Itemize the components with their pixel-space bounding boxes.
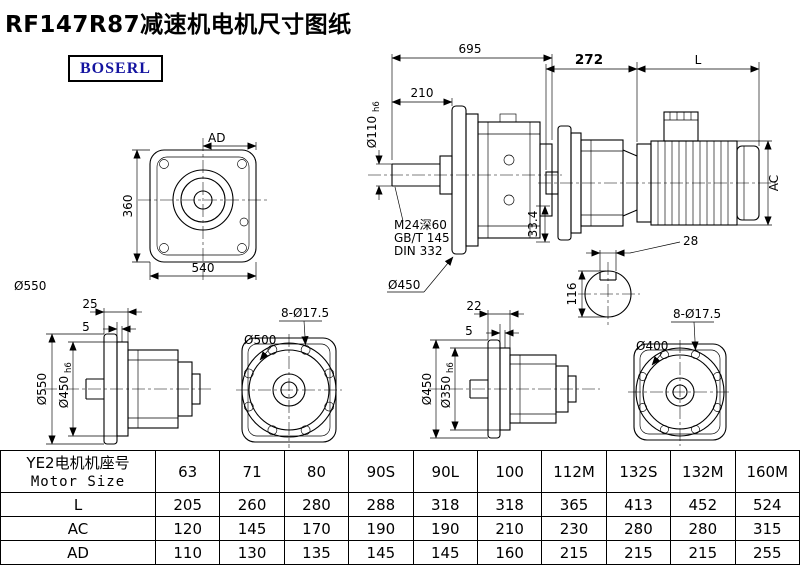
dim-695-label: 695: [459, 42, 482, 56]
flange-version-large-side-view: 25 5 Ø550 Ø450 h6: [35, 297, 214, 445]
cell-AD-63: 110: [154, 540, 221, 565]
col-header-90l: 90L: [412, 450, 478, 493]
col-header-100: 100: [476, 450, 543, 493]
cell-L-100: 318: [476, 492, 543, 517]
label-flange-od-450: Ø450: [388, 278, 420, 292]
cell-AD-112m: 215: [541, 540, 607, 565]
dim-360-label: 360: [121, 195, 135, 218]
col-header-63: 63: [154, 450, 221, 493]
cell-L-90l: 318: [412, 492, 478, 517]
cell-AD-80: 135: [283, 540, 350, 565]
output-shaft-end-view: 116 28: [565, 234, 698, 328]
dim-spigot-350-label: Ø350: [439, 376, 453, 408]
dim-spigot-350-tol: h6: [446, 362, 456, 373]
dim-25-label: 25: [82, 297, 97, 311]
standard-note: GB/T 145: [394, 231, 450, 245]
reducer-side-view: 695 210 Ø110 h6 M24深60 GB/T 145 DIN 332 …: [365, 42, 562, 293]
cell-L-112m: 365: [541, 492, 607, 517]
dim-spigot-450-tol: h6: [64, 362, 74, 373]
page-title: RF147R87减速机电机尺寸图纸: [5, 12, 352, 38]
dim-bolt-circle-500-label: Ø500: [244, 333, 276, 347]
cell-L-80: 280: [283, 492, 350, 517]
dim-bolt-circle-400-label: Ø400: [636, 339, 668, 353]
header-cn: YE2电机机座号: [26, 453, 130, 472]
col-header-132s: 132S: [605, 450, 672, 493]
holes-note-right: 8-Ø17.5: [673, 307, 721, 321]
cell-AD-100: 160: [476, 540, 543, 565]
din-note: DIN 332: [394, 244, 442, 258]
dim-shaft-tol-label: h6: [372, 101, 382, 112]
cell-AD-71: 130: [219, 540, 285, 565]
cell-AC-132s: 280: [605, 516, 672, 541]
cell-AC-112m: 230: [541, 516, 607, 541]
dim-272-label: 272: [575, 52, 603, 68]
cell-AC-90l: 190: [412, 516, 478, 541]
cell-L-132m: 452: [670, 492, 736, 517]
cell-AC-100: 210: [476, 516, 543, 541]
gearmotor-side-view: 272 L AC: [538, 52, 781, 241]
col-header-90s: 90S: [348, 450, 414, 493]
cell-L-90s: 288: [348, 492, 414, 517]
dim-od-450-label: Ø450: [420, 373, 434, 405]
col-header-112m: 112M: [541, 450, 607, 493]
dim-ac-label: AC: [767, 175, 781, 191]
front-view-foot-mounted: AD 360 540 Ø550: [14, 131, 268, 293]
cell-AC-90s: 190: [348, 516, 414, 541]
col-header-132m: 132M: [670, 450, 736, 493]
dim-spigot-450-label: Ø450: [57, 376, 71, 408]
dim-33-4-label: 33.4: [526, 211, 540, 238]
cell-L-132s: 413: [605, 492, 672, 517]
dim-5-label-left: 5: [82, 320, 90, 334]
thread-note: M24深60: [394, 218, 447, 232]
cell-AD-132m: 215: [670, 540, 736, 565]
row-label-AD: AD: [0, 540, 156, 565]
dim-shaft-dia-label: Ø110: [365, 116, 379, 148]
table-header-row: YE2电机机座号 Motor Size 63 71 80 90S 90L 100…: [0, 450, 800, 493]
dim-ad-label: AD: [208, 131, 225, 145]
cell-AC-80: 170: [283, 516, 350, 541]
cell-L-71: 260: [219, 492, 285, 517]
dim-28-label: 28: [683, 234, 698, 248]
dim-116-label: 116: [565, 283, 579, 306]
dim-210-label: 210: [411, 86, 434, 100]
dim-od-550-label: Ø550: [35, 373, 49, 405]
cell-AD-132s: 215: [605, 540, 672, 565]
dim-540-label: 540: [192, 261, 215, 275]
dim-22-label: 22: [466, 299, 481, 313]
cell-AC-160m: 315: [734, 516, 800, 541]
brand-logo: BOSERL: [68, 55, 163, 82]
label-flange-od-550: Ø550: [14, 279, 46, 293]
cell-AC-132m: 280: [670, 516, 736, 541]
cell-AD-90s: 145: [348, 540, 414, 565]
col-header-160m: 160M: [734, 450, 800, 493]
row-label-L: L: [0, 492, 156, 517]
row-label-AC: AC: [0, 516, 156, 541]
motor-size-header-cell: YE2电机机座号 Motor Size: [0, 450, 156, 493]
cell-L-160m: 524: [734, 492, 800, 517]
cell-AD-90l: 145: [412, 540, 478, 565]
flange-version-small-side-view: 22 5 Ø450 Ø350 h6: [420, 299, 600, 439]
cell-L-63: 205: [154, 492, 221, 517]
holes-note-left: 8-Ø17.5: [281, 306, 329, 320]
flange-version-large-front-view: Ø500 8-Ø17.5: [236, 306, 342, 448]
dim-L-label: L: [695, 53, 702, 67]
brand-text: BOSERL: [80, 60, 151, 77]
table-row-AD: AD 110 130 135 145 145 160 215 215 215 2…: [0, 540, 800, 565]
cell-AC-63: 120: [154, 516, 221, 541]
dimension-drawing: AD 360 540 Ø550 695: [14, 42, 781, 448]
dim-5-label-right: 5: [465, 324, 473, 338]
motor-dimension-table: YE2电机机座号 Motor Size 63 71 80 90S 90L 100…: [0, 450, 800, 565]
table-row-L: L 205 260 280 288 318 318 365 413 452 52…: [0, 492, 800, 517]
col-header-80: 80: [283, 450, 350, 493]
header-en: Motor Size: [30, 473, 126, 490]
table-row-AC: AC 120 145 170 190 190 210 230 280 280 3…: [0, 516, 800, 541]
cell-AD-160m: 255: [734, 540, 800, 565]
flange-version-small-front-view: Ø400 8-Ø17.5: [628, 307, 732, 446]
col-header-71: 71: [219, 450, 285, 493]
cell-AC-71: 145: [219, 516, 285, 541]
